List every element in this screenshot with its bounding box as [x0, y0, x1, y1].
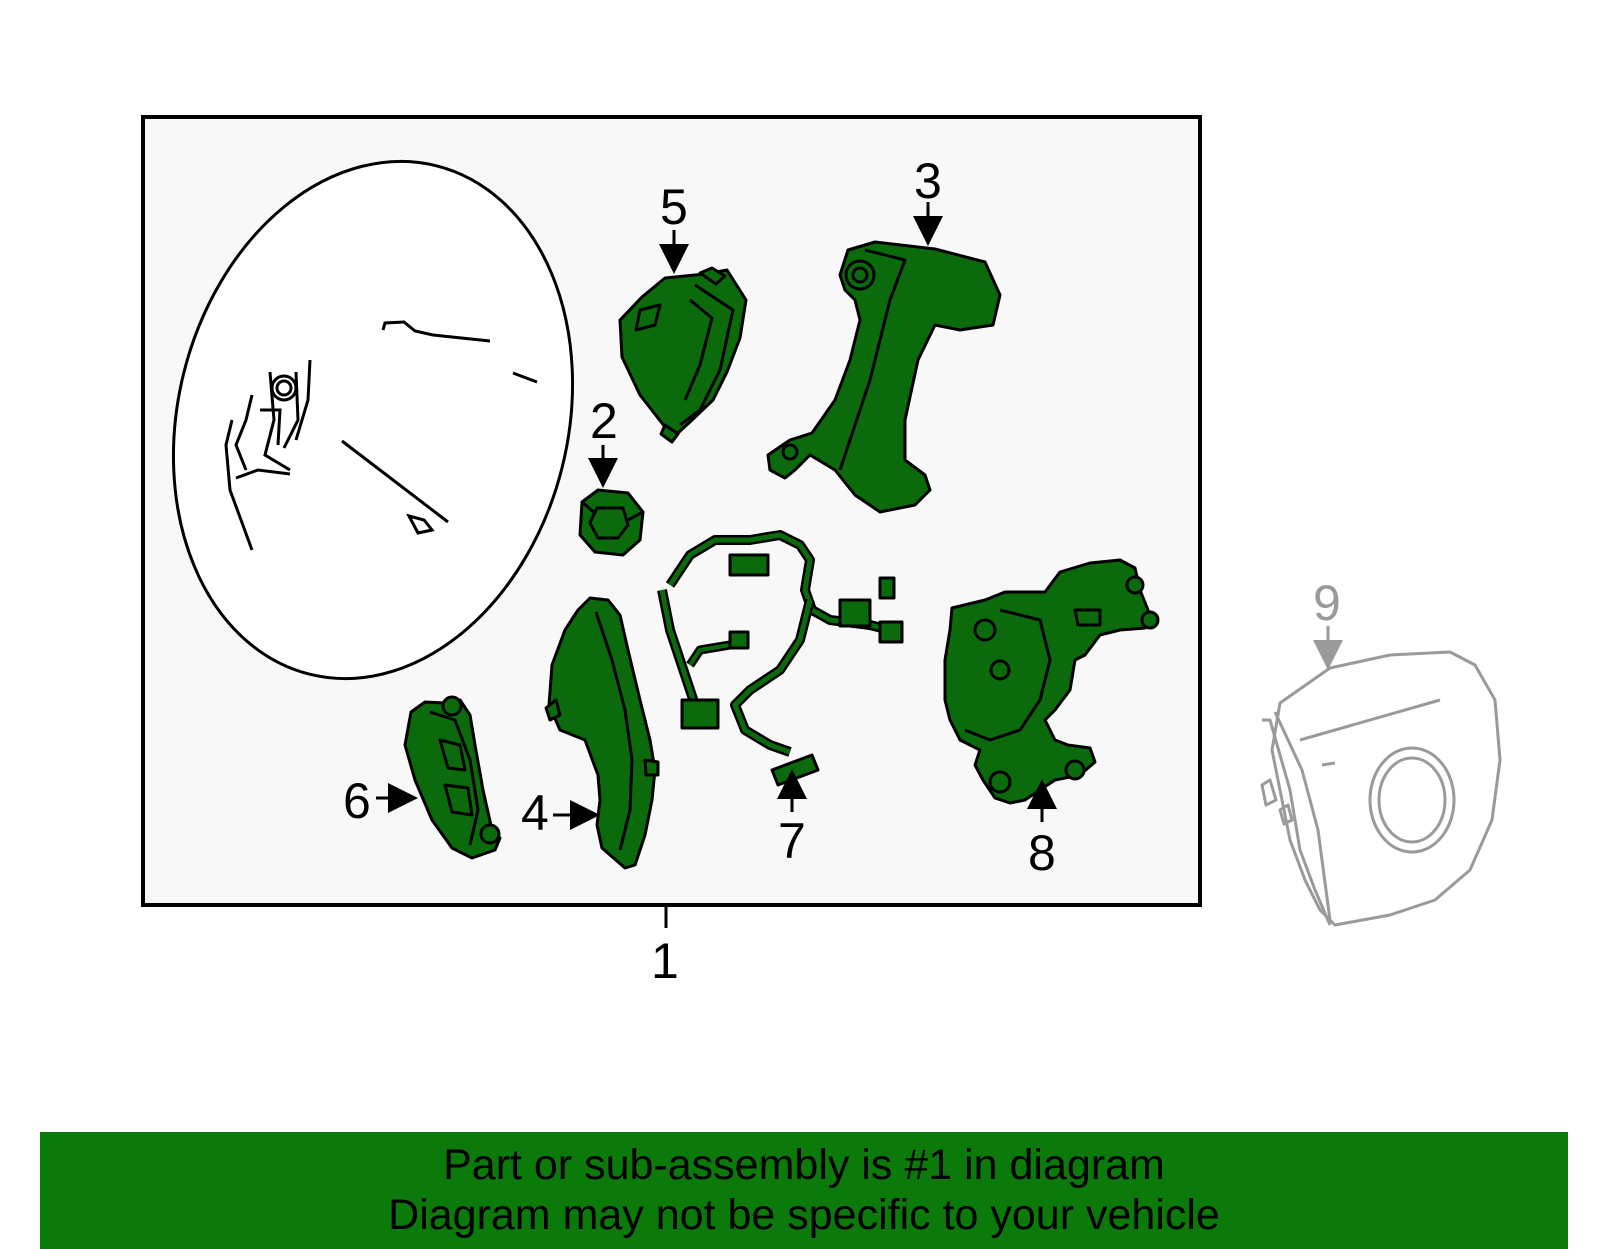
part-5-switch-module[interactable]: [618, 266, 748, 444]
callout-9: 9: [1313, 575, 1341, 631]
banner-line-1: Part or sub-assembly is #1 in diagram: [443, 1141, 1165, 1189]
callout-2: 2: [590, 393, 618, 449]
part-4-trim-cover[interactable]: [544, 596, 660, 870]
part-2-nut[interactable]: [578, 488, 645, 557]
info-banner: Part or sub-assembly is #1 in diagram Di…: [40, 1132, 1568, 1249]
callout-3: 3: [914, 153, 942, 209]
callout-4: 4: [521, 785, 549, 841]
callout-6: 6: [343, 773, 371, 829]
part-6-switch[interactable]: [403, 695, 502, 860]
callout-5: 5: [660, 179, 688, 235]
callout-7: 7: [778, 813, 806, 869]
part-3-bezel-bracket[interactable]: [766, 240, 1002, 514]
steering-wheel[interactable]: [120, 119, 625, 722]
part-7-wiring-harness[interactable]: [657, 530, 904, 787]
leader-lines: [376, 202, 1343, 928]
part-9-airbag-module[interactable]: [1260, 650, 1502, 927]
callout-1: 1: [651, 933, 679, 989]
banner-line-2: Diagram may not be specific to your vehi…: [388, 1191, 1220, 1239]
callout-8: 8: [1028, 825, 1056, 881]
part-8-column-module[interactable]: [943, 558, 1160, 805]
